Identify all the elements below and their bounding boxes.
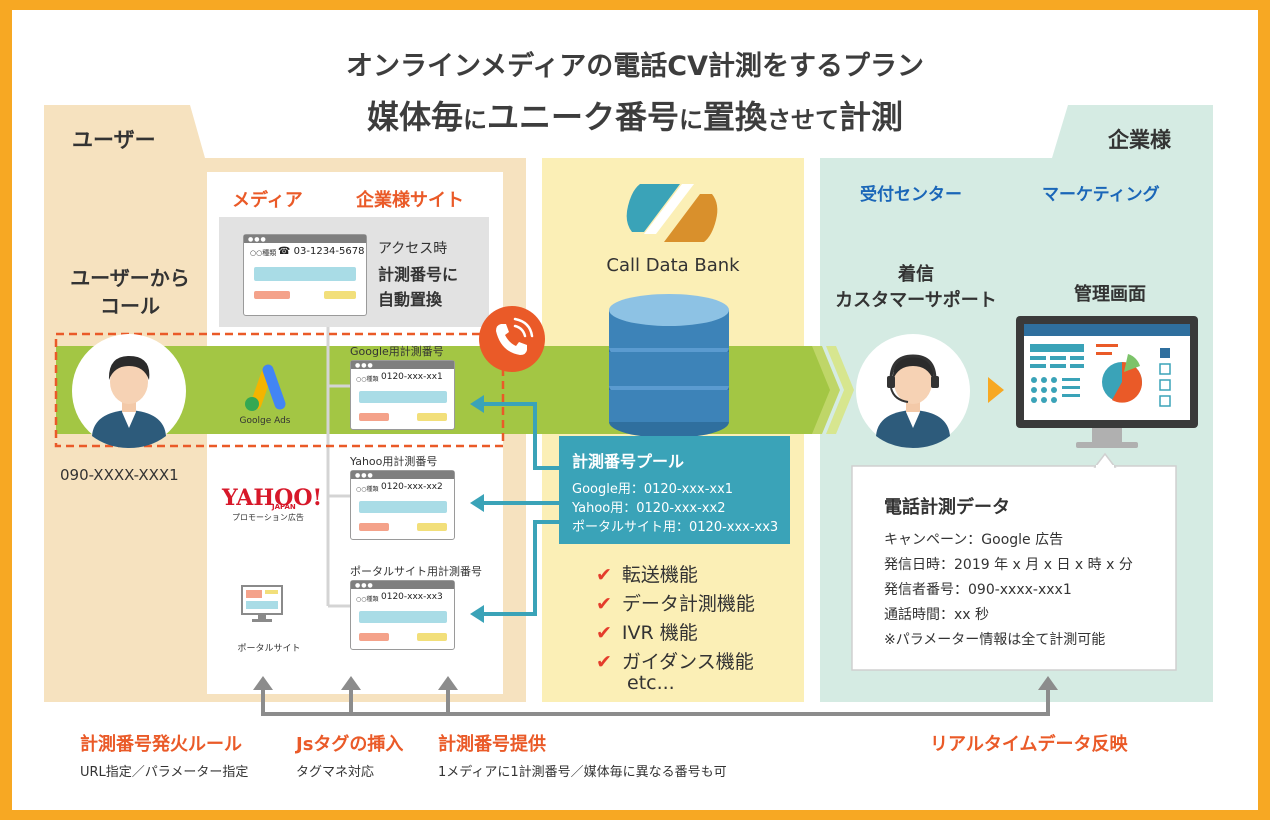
realtime-title: リアルタイムデータ反映	[930, 734, 1128, 755]
title-line-1: オンラインメディアの電話CV計測をするプラン	[345, 51, 924, 82]
card-number: 0120-xxx-xx3	[381, 592, 443, 602]
yahoo-logo-japan: JAPAN	[272, 503, 296, 511]
incoming-call-label: 着信	[898, 264, 934, 285]
check-icon: ✔	[596, 651, 612, 673]
phone-call-icon	[479, 306, 545, 372]
user-avatar-icon	[72, 334, 186, 448]
arrow-right-icon	[988, 377, 1004, 403]
user-call-line-1: ユーザーから	[70, 266, 190, 290]
portal-site-label: ポータルサイト	[237, 644, 301, 654]
title-line-2: 媒体毎にユニーク番号に置換させて計測	[0, 92, 1270, 138]
site-card: ●●● ○○種類 ☎ 03-1234-5678	[243, 234, 367, 316]
feature-item: ✔転送機能	[596, 564, 698, 586]
card-heading-google: Google用計測番号	[350, 345, 444, 358]
window-dots-icon: ●●●	[355, 472, 374, 479]
reception-center-heading: 受付センター	[860, 185, 962, 205]
pool-line-portal: ポータルサイト用：0120-xxx-xx3	[572, 520, 779, 535]
feature-more: etc...	[627, 672, 675, 694]
provide-desc: 1メディアに1計測番号／媒体毎に異なる番号も可	[438, 765, 727, 780]
yahoo-logo-text: YAHOO!	[222, 485, 323, 511]
auto-replace-line-1: アクセス時	[378, 241, 448, 257]
call-data-bank-logo-icon	[626, 184, 718, 242]
site-card-label: ○○種類	[250, 249, 277, 257]
card-heading-yahoo: Yahoo用計測番号	[350, 455, 438, 468]
feature-item: ✔IVR 機能	[596, 622, 698, 644]
window-dots-icon: ●●●	[355, 362, 374, 369]
call-data-bank-brand: Call Data Bank	[606, 255, 740, 276]
card-label: ○○種類	[356, 486, 379, 493]
feature-item: ✔データ計測機能	[596, 593, 755, 615]
check-icon: ✔	[596, 622, 612, 644]
window-dots-icon: ●●●	[355, 582, 374, 589]
number-pool-box	[559, 436, 790, 544]
tracking-card-yahoo: ●●● ○○種類 0120-xxx-xx2	[350, 470, 455, 540]
user-call-line-2: コール	[100, 294, 160, 318]
title-part-media: 媒体毎	[366, 98, 463, 136]
data-line-note: ※パラメーター情報は全て計測可能	[884, 632, 1106, 648]
check-icon: ✔	[596, 593, 612, 615]
title-part-ni-1: に	[462, 106, 487, 134]
data-line-datetime: 発信日時：2019 年 x 月 x 日 x 時 x 分	[884, 557, 1133, 573]
tracking-card-google: ●●● ○○種類 0120-xxx-xx1	[350, 360, 455, 430]
customer-support-label: カスタマーサポート	[835, 290, 997, 311]
data-callout-box	[851, 452, 1177, 671]
user-phone-number: 090-XXXX-XXX1	[60, 466, 179, 484]
title-part-measure: 計測	[839, 98, 904, 136]
operator-avatar-icon	[856, 334, 970, 448]
data-title: 電話計測データ	[884, 497, 1010, 518]
auto-replace-line-2: 計測番号に	[378, 265, 459, 284]
feature-item: ✔ガイダンス機能	[596, 651, 754, 673]
portal-site-monitor-icon	[241, 585, 283, 622]
title-part-unique: ユニーク番号	[486, 98, 679, 136]
check-icon: ✔	[596, 564, 612, 586]
site-heading: 企業様サイト	[356, 190, 464, 211]
media-heading: メディア	[232, 190, 303, 211]
card-heading-portal: ポータルサイト用計測番号	[350, 565, 482, 578]
card-number: 0120-xxx-xx2	[381, 482, 443, 492]
auto-replace-line-3: 自動置換	[378, 290, 443, 309]
card-label: ○○種類	[356, 596, 379, 603]
title-part-replace: 置換	[703, 98, 768, 136]
rule-desc: URL指定／パラメーター指定	[80, 765, 249, 780]
pool-line-yahoo: Yahoo用：0120-xxx-xx2	[572, 501, 726, 516]
database-icon	[609, 294, 729, 438]
card-number: 0120-xxx-xx1	[381, 372, 443, 382]
data-line-duration: 通話時間：xx 秒	[884, 607, 990, 623]
pool-line-google: Google用：0120-xxx-xx1	[572, 482, 734, 497]
user-panel-header: ユーザー	[72, 128, 156, 152]
yahoo-logo-sub: プロモーション広告	[232, 513, 304, 522]
rule-title: 計測番号発火ルール	[80, 734, 242, 755]
pool-title: 計測番号プール	[572, 452, 685, 471]
tag-title: Jsタグの挿入	[296, 734, 404, 755]
data-line-campaign: キャンペーン：Google 広告	[884, 532, 1064, 548]
admin-screen-label: 管理画面	[1074, 284, 1146, 305]
company-panel-header: 企業様	[1108, 128, 1171, 152]
marketing-heading: マーケティング	[1042, 185, 1160, 205]
tag-desc: タグマネ対応	[296, 765, 375, 780]
tracking-card-portal: ●●● ○○種類 0120-xxx-xx3	[350, 580, 455, 650]
admin-monitor-icon	[1016, 316, 1198, 448]
title-part-ni-2: に	[679, 106, 703, 134]
window-dots-icon: ●●●	[248, 236, 267, 243]
google-ads-logo-icon	[245, 364, 286, 411]
site-card-phone: ☎ 03-1234-5678	[278, 246, 365, 257]
data-line-caller: 発信者番号：090-xxxx-xxx1	[884, 582, 1072, 598]
card-label: ○○種類	[356, 376, 379, 383]
google-ads-logo-text: Goolge Ads	[239, 416, 291, 426]
provide-title: 計測番号提供	[438, 734, 546, 755]
title-part-sasete: させて	[767, 106, 840, 134]
